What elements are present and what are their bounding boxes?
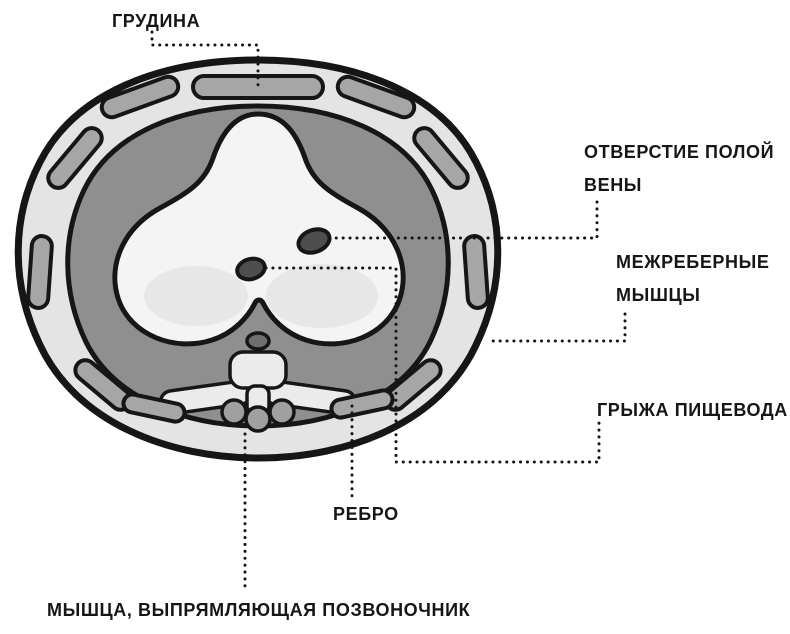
- rib-bone: [99, 74, 181, 120]
- rib-bone: [46, 126, 104, 190]
- label-text: МЕЖРЕБЕРНЫЕ: [616, 252, 770, 272]
- diaphragm-shading: [144, 266, 248, 326]
- label-text: ВЕНЫ: [584, 175, 643, 195]
- erector-spinae-muscle: [268, 398, 296, 426]
- spine-group: [121, 331, 395, 433]
- erector-spinae-muscle: [220, 398, 248, 426]
- label-text: МЫШЦА, ВЫПРЯМЛЯЮЩАЯ ПОЗВОНОЧНИК: [47, 600, 471, 620]
- vena-cava-opening: [296, 227, 332, 255]
- hernia-leader-line: [264, 266, 601, 464]
- label-text: РЕБРО: [333, 504, 399, 524]
- diaphragm-shading: [266, 264, 378, 328]
- floating-rib-right: [329, 388, 395, 420]
- erector-spinae-muscle: [244, 405, 272, 433]
- label-erector-spinae: МЫШЦА, ВЫПРЯМЛЯЮЩАЯ ПОЗВОНОЧНИК: [47, 594, 470, 627]
- vertebral-body: [228, 350, 288, 390]
- rib-bone: [412, 126, 470, 190]
- label-esophageal-hernia: ГРЫЖА ПИЩЕВОДА: [597, 394, 788, 427]
- rib-bone: [462, 234, 490, 310]
- sternum-leader-line: [150, 30, 260, 90]
- aorta-opening: [245, 331, 271, 351]
- label-intercostal-muscles: МЕЖРЕБЕРНЫЕ МЫШЦЫ: [616, 246, 769, 312]
- label-rib: РЕБРО: [333, 498, 399, 531]
- ribs: [26, 74, 490, 412]
- sternum-bone: [191, 74, 325, 100]
- label-sternum: ГРУДИНА: [112, 5, 200, 38]
- label-text: ГРУДИНА: [112, 11, 201, 31]
- esophagus-opening: [235, 256, 267, 282]
- label-text: ГРЫЖА ПИЩЕВОДА: [597, 400, 788, 420]
- floating-rib-left: [121, 392, 187, 424]
- rib-bone: [335, 74, 417, 120]
- label-vena-cava-opening: ОТВЕРСТИЕ ПОЛОЙ ВЕНЫ: [584, 136, 774, 202]
- vena-cava-leader-line: [330, 200, 599, 240]
- rib-bone: [26, 234, 54, 310]
- label-text: МЫШЦЫ: [616, 285, 701, 305]
- leader-lines: [150, 30, 627, 594]
- label-text: ОТВЕРСТИЕ ПОЛОЙ: [584, 142, 775, 162]
- intercostal-leader-line: [487, 312, 627, 343]
